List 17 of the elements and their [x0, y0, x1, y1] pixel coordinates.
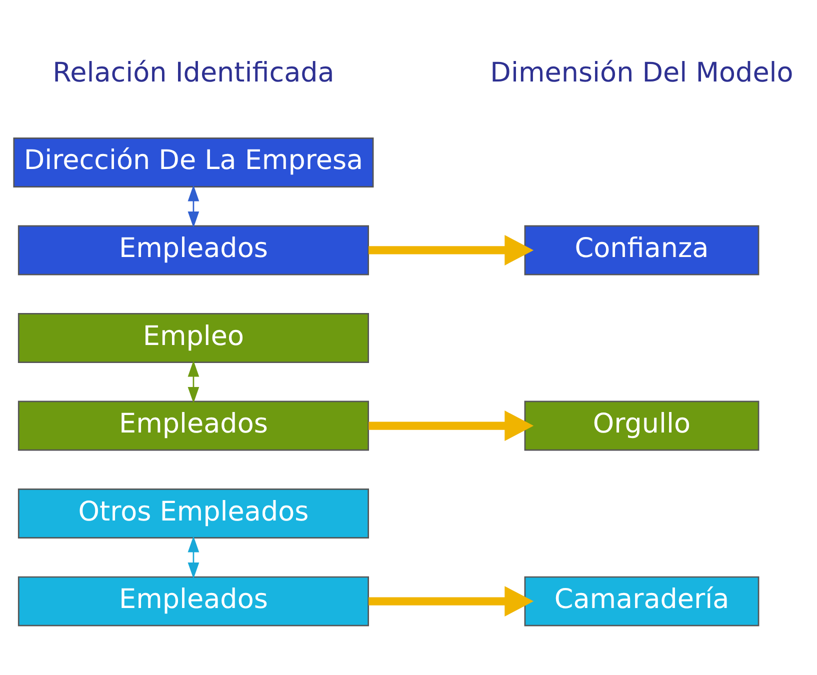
label: Dimensión Del Modelo	[490, 56, 794, 88]
node-box: Empleo	[18, 312, 369, 362]
arrow	[188, 536, 200, 578]
arrow	[188, 184, 200, 228]
label: Relación Identificada	[52, 56, 334, 88]
node-box: Orgullo	[524, 400, 760, 450]
node-box: Otros Empleados	[18, 488, 369, 538]
arrow	[368, 410, 534, 440]
node-box: Empleados	[18, 400, 369, 450]
node-box: Confianza	[524, 224, 760, 275]
node-box: Camaradería	[524, 576, 760, 626]
arrow	[368, 234, 534, 265]
node-box: Dirección De La Empresa	[13, 136, 374, 187]
node-box: Empleados	[18, 224, 369, 275]
arrow	[368, 586, 534, 616]
arrow	[188, 360, 200, 403]
node-box: Empleados	[18, 576, 369, 626]
